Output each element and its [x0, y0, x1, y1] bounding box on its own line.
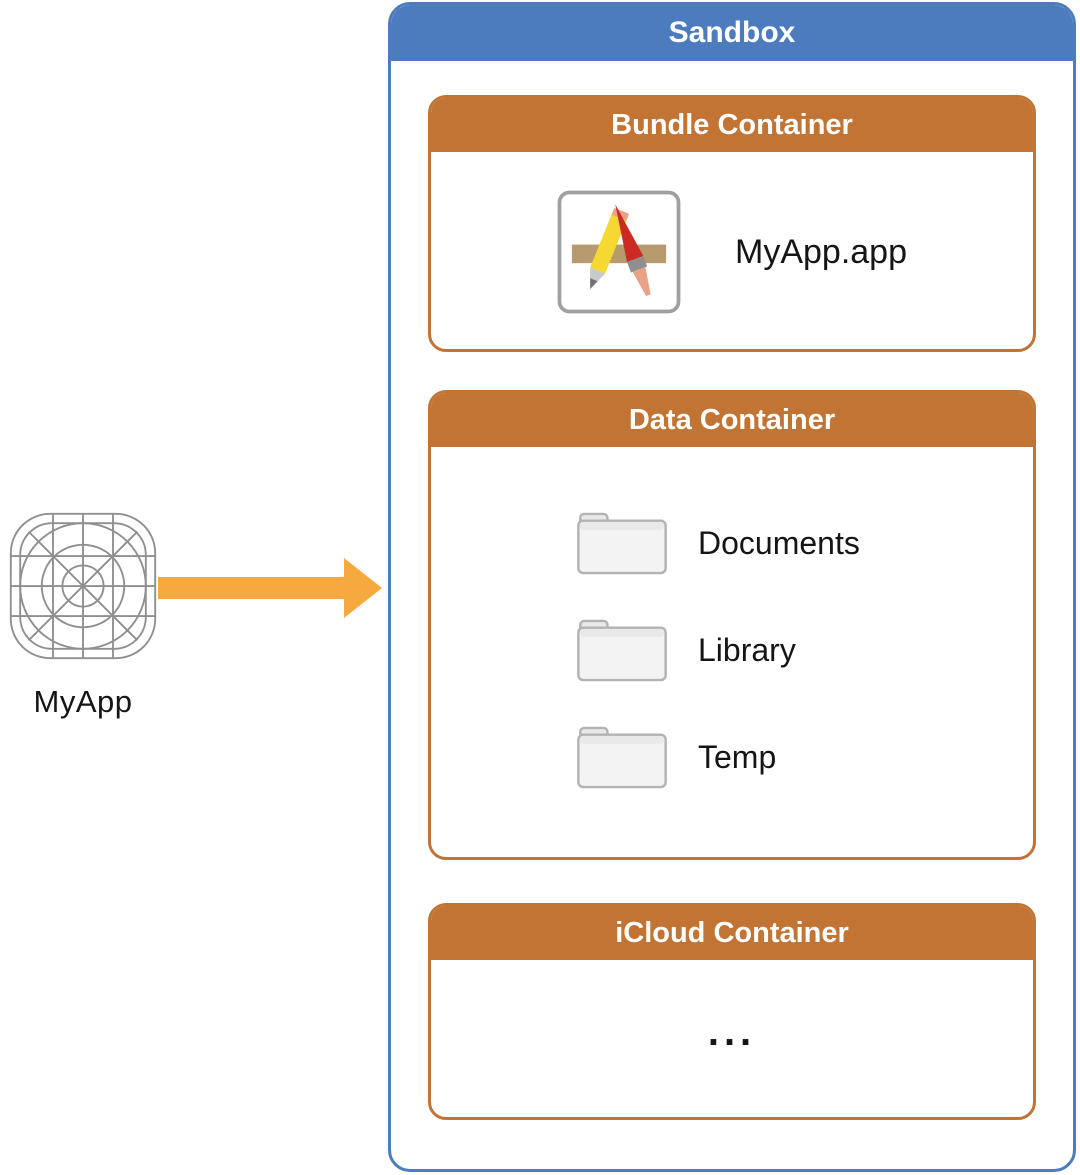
sandbox-header: Sandbox	[391, 5, 1073, 61]
myapp-label: MyApp	[33, 684, 133, 719]
folder-row-library: Library	[431, 618, 1033, 682]
data-container-body: Documents Library Temp	[431, 447, 1033, 789]
app-bundle-icon	[557, 190, 681, 314]
data-container-header: Data Container	[431, 393, 1033, 447]
bundle-container-header: Bundle Container	[431, 98, 1033, 152]
folder-row-documents: Documents	[431, 511, 1033, 575]
folder-icon	[576, 725, 668, 789]
icloud-container-header: iCloud Container	[431, 906, 1033, 960]
sandbox-container: Sandbox Bundle Container	[388, 2, 1076, 1172]
folder-label: Library	[698, 631, 796, 668]
app-icon-grid-icon	[9, 512, 157, 660]
icloud-container: iCloud Container ...	[428, 903, 1036, 1120]
folder-row-temp: Temp	[431, 725, 1033, 789]
folder-icon	[576, 618, 668, 682]
bundle-container: Bundle Container	[428, 95, 1036, 352]
bundle-container-body: MyApp.app	[431, 152, 1033, 349]
icloud-ellipsis: ...	[707, 1010, 757, 1054]
data-container: Data Container Documents Library Temp	[428, 390, 1036, 860]
app-bundle-label: MyApp.app	[735, 232, 907, 271]
right-arrow-icon	[158, 558, 382, 618]
icloud-container-body: ...	[431, 960, 1033, 1117]
folder-label: Temp	[698, 738, 777, 775]
folder-label: Documents	[698, 524, 860, 561]
folder-icon	[576, 511, 668, 575]
